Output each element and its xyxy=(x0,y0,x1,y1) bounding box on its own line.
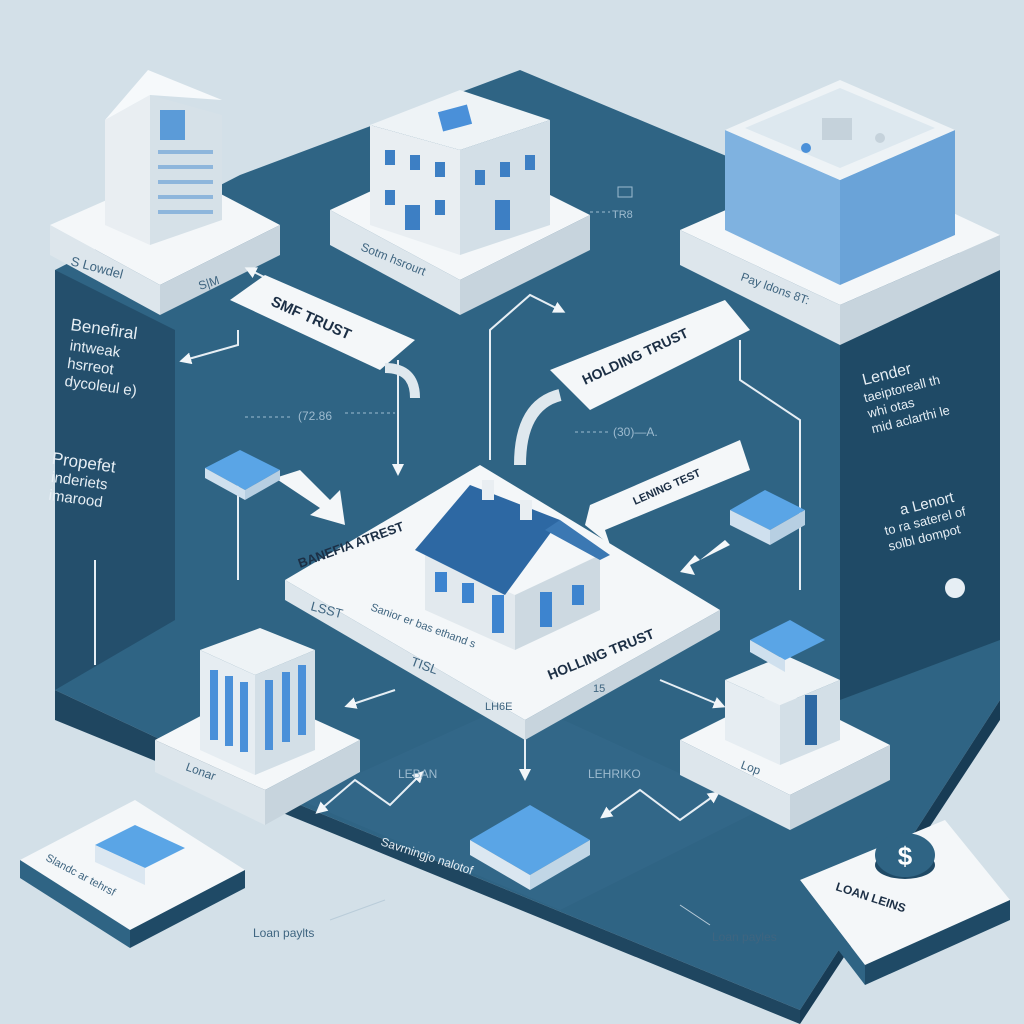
footer-left-label: Loan paylts xyxy=(253,926,314,940)
top-left-building: S Lowdel S|M xyxy=(50,70,280,315)
info-icon xyxy=(945,578,965,598)
house-icon xyxy=(415,480,610,650)
flow-label-left: LEBAN xyxy=(398,767,437,781)
top-center-building: Sotm hsrourt TR8 xyxy=(330,90,633,315)
right-dimension: (30)—A. xyxy=(613,425,658,439)
lending-trust-arrow[interactable]: LENING TEST xyxy=(585,440,750,545)
bottom-right-card[interactable]: $ LOAN LEINS xyxy=(800,820,1010,985)
money-stack-right xyxy=(730,490,805,545)
footer-leader-left xyxy=(329,899,386,921)
left-dimension: (72.86 xyxy=(298,409,332,423)
money-stack-center xyxy=(470,805,590,890)
arrow-from-right xyxy=(680,540,730,575)
bottom-left-card[interactable]: Slandc ar tehrsf xyxy=(20,800,245,948)
top-left-side-label: S|M xyxy=(197,273,221,293)
flow-label-right: LEHRIKO xyxy=(588,767,641,781)
left-column-text: Benefiral intweak hsrreot dycoleul e) Pr… xyxy=(48,315,139,511)
tag-icon xyxy=(617,186,633,198)
dollar-coin-icon: $ xyxy=(875,833,935,879)
footer-right-label: Loan payles xyxy=(712,930,777,944)
top-center-side-label: TR8 xyxy=(612,209,633,221)
bottom-left-building: Lonar xyxy=(155,628,360,825)
bottom-right-building: Lop xyxy=(680,620,890,830)
center-bottom-mark: LH6E xyxy=(485,701,513,713)
left-column-line: hsrreot xyxy=(66,355,115,378)
left-column-line: intweak xyxy=(69,337,122,361)
center-number: 15 xyxy=(593,683,605,695)
money-stack-left xyxy=(205,450,280,500)
dollar-symbol: $ xyxy=(898,841,913,871)
footer-leader-right xyxy=(679,904,711,926)
arrow-to-center xyxy=(275,470,345,525)
bottom-right-building-label: Lop xyxy=(739,758,763,778)
dimension-lines xyxy=(245,211,610,433)
